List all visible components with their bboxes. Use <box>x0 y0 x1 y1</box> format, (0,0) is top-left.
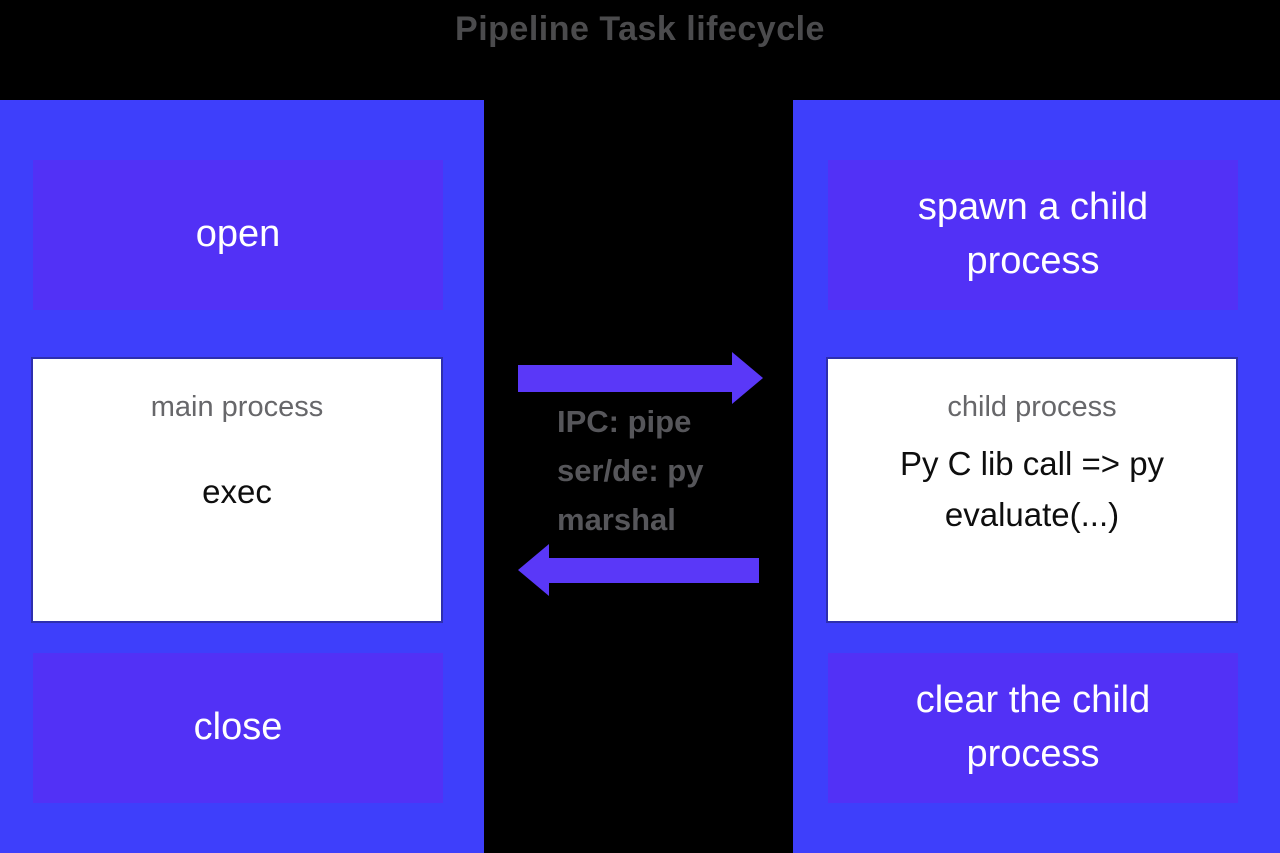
open-step-label: open <box>195 213 281 256</box>
arrow-right-icon <box>518 352 763 404</box>
child-process-body: Py C lib call => py evaluate(...) <box>899 445 1165 534</box>
main-process-box: main process exec <box>31 357 443 623</box>
close-step-box: close <box>33 653 443 803</box>
ipc-annotation-line-2: ser/de: py <box>557 453 704 488</box>
ipc-annotation: IPC: pipe ser/de: py marshal <box>557 397 703 544</box>
arrow-right-head <box>732 352 763 404</box>
diagram-title: Pipeline Task lifecycle <box>455 10 825 48</box>
clear-step-box: clear the child process <box>828 653 1238 803</box>
child-process-panel: spawn a child process child process Py C… <box>793 100 1280 853</box>
child-process-header: child process <box>947 391 1117 423</box>
arrow-right-shaft <box>518 365 733 392</box>
arrow-left-icon <box>518 544 759 596</box>
ipc-annotation-line-3: marshal <box>557 502 676 537</box>
spawn-step-box: spawn a child process <box>828 160 1238 310</box>
child-process-box: child process Py C lib call => py evalua… <box>826 357 1238 623</box>
arrow-left-head <box>518 544 549 596</box>
ipc-annotation-line-1: IPC: pipe <box>557 404 692 439</box>
close-step-label: close <box>193 706 283 749</box>
main-process-body: exec <box>202 473 272 510</box>
main-process-panel: open main process exec close <box>0 100 484 853</box>
spawn-step-label: spawn a child process <box>917 186 1149 282</box>
main-process-header: main process <box>150 391 324 423</box>
arrow-left-shaft <box>548 558 759 583</box>
clear-step-label: clear the child process <box>915 679 1151 775</box>
open-step-box: open <box>33 160 443 310</box>
